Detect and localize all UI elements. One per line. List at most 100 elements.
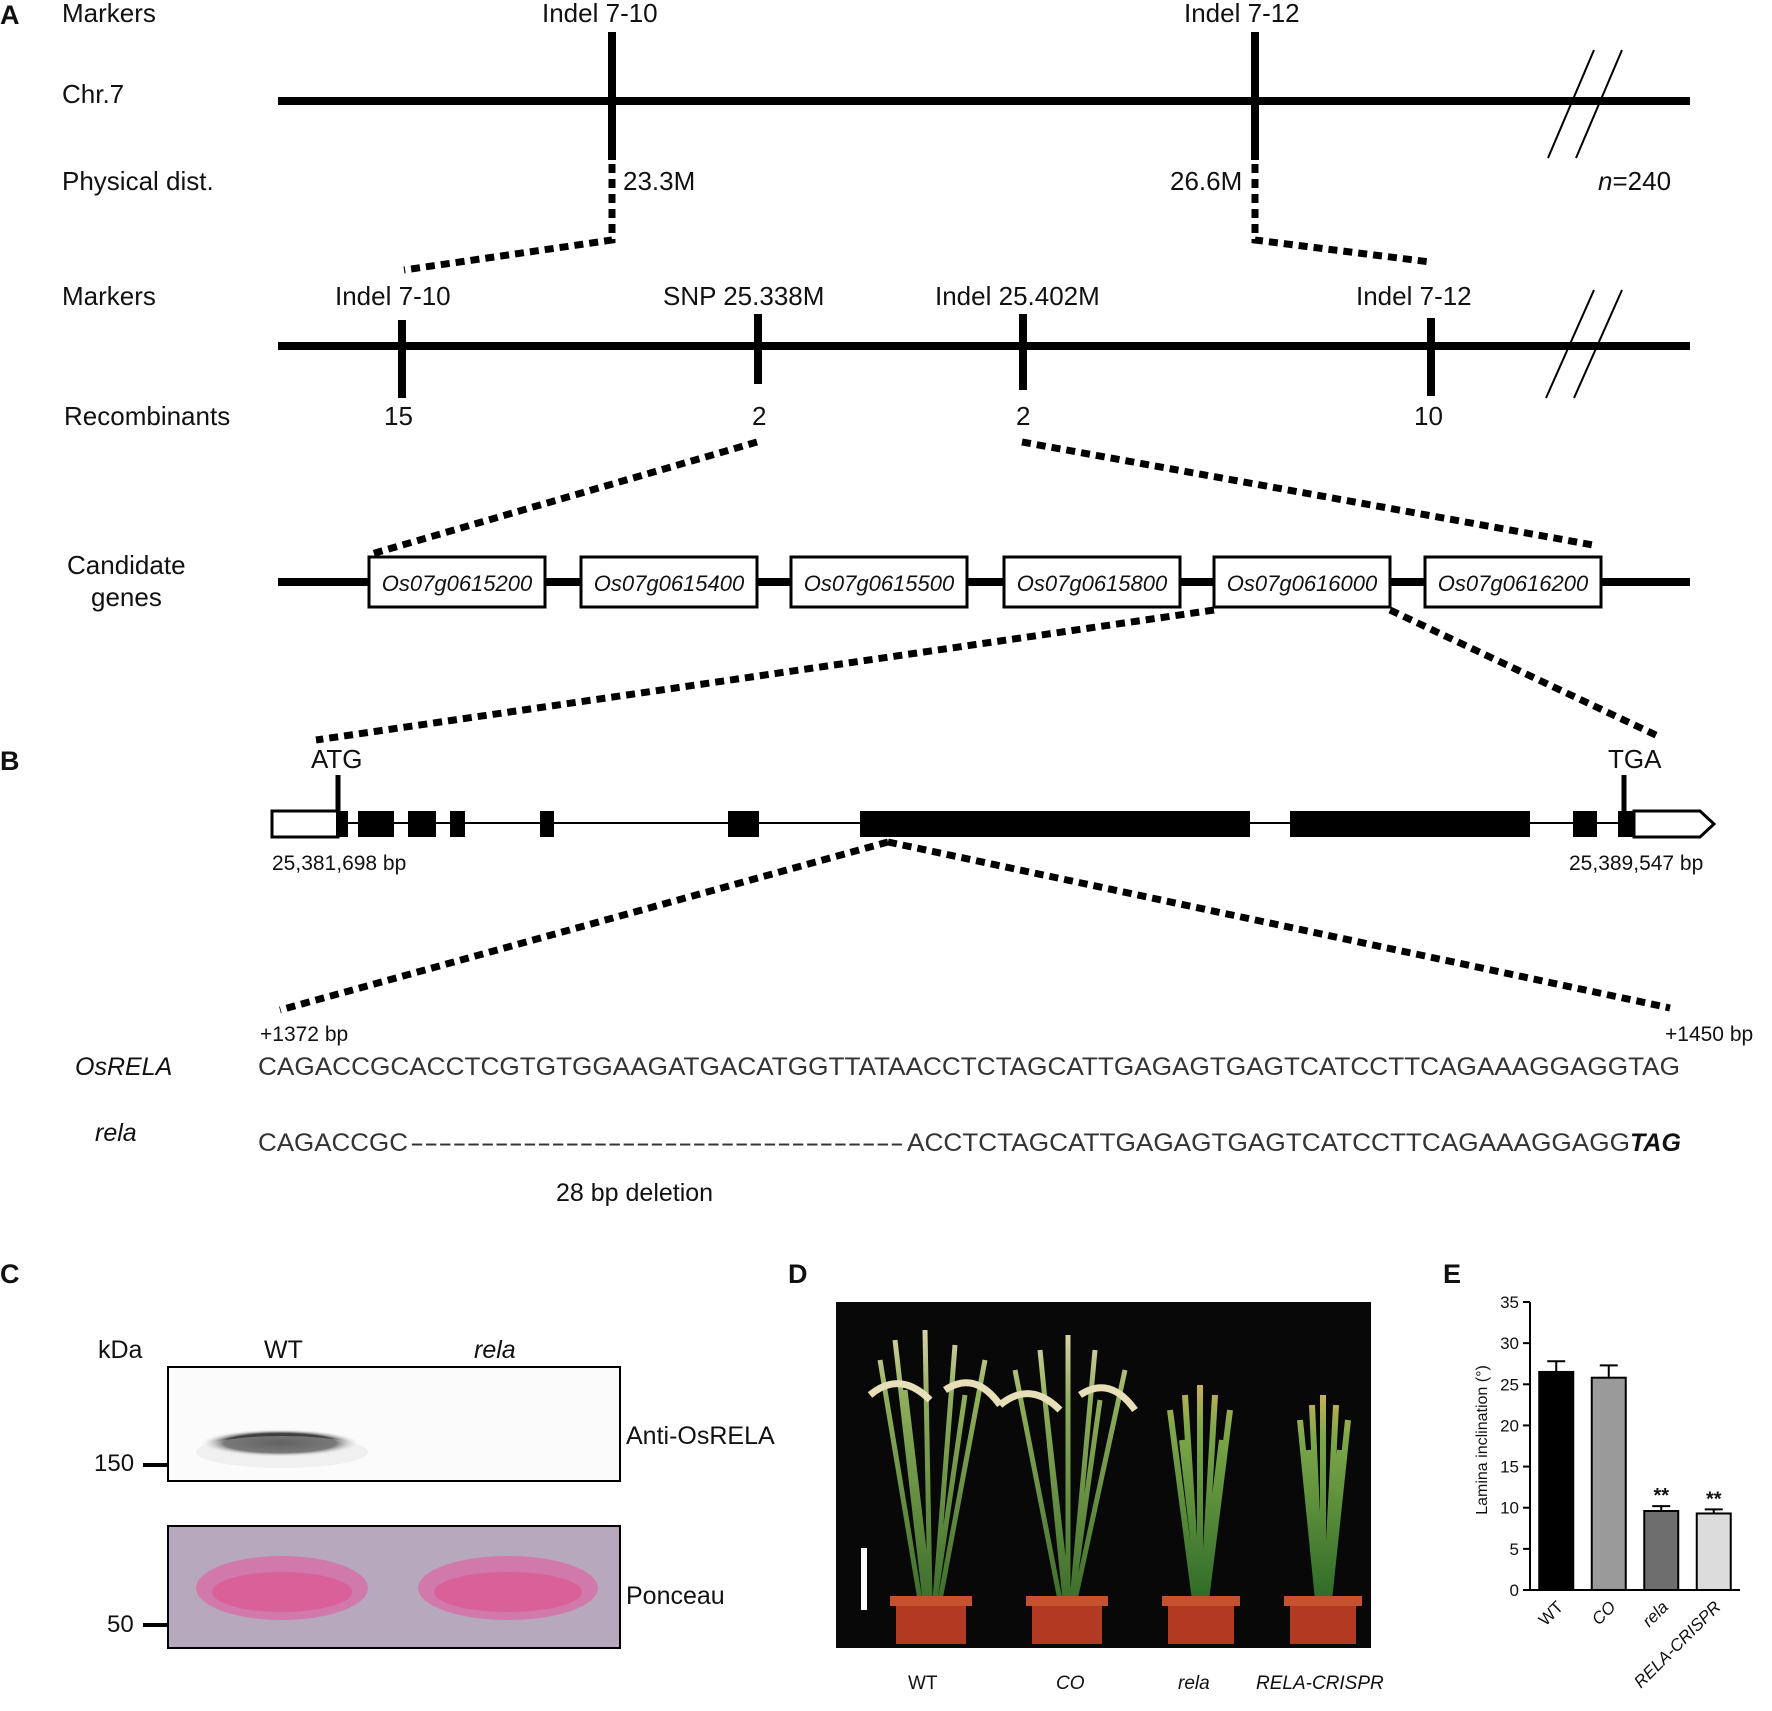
blot-antibody-label: Anti-OsRELA: [626, 1422, 775, 1450]
exon-3: [408, 811, 436, 837]
x-tick-label-WT: WT: [1535, 1597, 1567, 1629]
gene-box-5: [1212, 555, 1392, 609]
gene-name-3: Os07g0615500: [804, 571, 955, 596]
panel-label-a: A: [0, 0, 20, 30]
exon-1: [336, 811, 348, 837]
top-marker-2: Indel 7-12: [1184, 0, 1300, 28]
photo-label-rela: rela: [1178, 1673, 1210, 1694]
y-tick-label-5: 5: [1510, 1540, 1519, 1559]
plant-co: [997, 1335, 1138, 1644]
panel-label-e: E: [1443, 1259, 1461, 1289]
gene-name-5: Os07g0616000: [1227, 571, 1378, 596]
stop-codon: TGA: [1608, 744, 1662, 774]
gene-name-6: Os07g0616200: [1438, 571, 1589, 596]
blot-band-wt: [200, 1429, 360, 1457]
ponceau-stain: [167, 1525, 621, 1649]
mw-50: 50: [107, 1611, 134, 1638]
panel-label-d: D: [788, 1259, 808, 1289]
stain-label: Ponceau: [626, 1582, 725, 1610]
scale-bar: [861, 1548, 867, 1610]
western-blot: [167, 1366, 621, 1482]
top-dist-1: 23.3M: [623, 166, 695, 196]
recombinant-count-2: 2: [752, 401, 766, 431]
panel-label-c: C: [0, 1259, 20, 1289]
zoom-connector-1: [403, 164, 1431, 274]
exon-2: [358, 811, 394, 837]
gene-box-2: [579, 555, 759, 609]
fine-marker-1: Indel 7-10: [335, 281, 451, 311]
recombinant-count-1: 15: [384, 401, 413, 431]
top-marker-1: Indel 7-10: [542, 0, 658, 28]
kda-label: kDa: [98, 1336, 143, 1364]
y-tick-label-10: 10: [1500, 1499, 1519, 1518]
zoom-connector-2: [367, 438, 1594, 559]
start-codon: ATG: [311, 744, 363, 774]
y-tick-label-30: 30: [1500, 1334, 1519, 1353]
panel-label-b: B: [0, 746, 20, 776]
fine-map-line: [278, 289, 1690, 399]
start-position: 25,381,698 bp: [272, 852, 406, 875]
physical-dist-label: Physical dist.: [62, 166, 214, 196]
n-value: =240: [1612, 166, 1671, 196]
candidate-genes: Os07g0615200 Os07g0615400 Os07g0615500 O…: [367, 555, 1603, 609]
y-axis-title: Lamina inclination (°): [1474, 1365, 1491, 1515]
premature-stop-codon: TAG: [1630, 1129, 1681, 1157]
wt-name: OsRELA: [75, 1053, 172, 1081]
x-tick-label-CO: CO: [1588, 1597, 1619, 1628]
utr-3: [1632, 809, 1717, 839]
zoom-connector-3: [315, 606, 1662, 744]
significance-RELA-CRISPR: **: [1706, 1488, 1722, 1510]
markers-label: Markers: [62, 0, 156, 28]
gene-structure: [270, 775, 1717, 839]
mutant-sequence-3prime: ACCTCTAGCATTGAGAGTGAGTCATCCTTCAGAAAGGAGG: [907, 1129, 1630, 1157]
candidate-label-1: Candidate: [67, 550, 186, 580]
bar-WT: [1538, 1370, 1575, 1592]
exon-10: [1618, 811, 1634, 837]
recombinant-count-4: 10: [1414, 401, 1443, 431]
bar-RELA-CRISPR: [1695, 1512, 1732, 1591]
zoom-connector-4: [279, 838, 1671, 1014]
plant-rela-crispr: [1284, 1395, 1362, 1644]
y-tick-label-20: 20: [1500, 1416, 1519, 1435]
fine-marker-3: Indel 25.402M: [935, 281, 1100, 311]
photo-label-wt: WT: [908, 1673, 938, 1694]
plant-photo: [836, 1302, 1371, 1648]
exon-6: [728, 811, 759, 837]
lane-label-rela: rela: [474, 1336, 516, 1364]
deletion-label: 28 bp deletion: [556, 1179, 713, 1207]
mw-150: 150: [94, 1450, 134, 1477]
deletion-gap: -----------------------------------: [410, 1129, 904, 1157]
y-tick-label-25: 25: [1500, 1375, 1519, 1394]
fine-marker-4: Indel 7-12: [1356, 281, 1472, 311]
mutant-sequence-5prime: CAGACCGC: [258, 1129, 408, 1157]
gene-box-1: [367, 555, 547, 609]
utr-5: [270, 809, 340, 839]
gene-name-2: Os07g0615400: [594, 571, 745, 596]
bar-rela: [1643, 1510, 1680, 1592]
recombinants-label: Recombinants: [64, 401, 230, 431]
fine-marker-2: SNP 25.338M: [663, 281, 824, 311]
bar-CO: [1590, 1376, 1627, 1592]
lane-label-wt: WT: [264, 1336, 303, 1364]
end-position: 25,389,547 bp: [1569, 852, 1703, 875]
sequence-start: +1372 bp: [260, 1023, 348, 1046]
y-tick-label-0: 0: [1510, 1581, 1519, 1600]
n-symbol: n: [1598, 166, 1612, 196]
markers-label-fine: Markers: [62, 281, 156, 311]
exon-5: [540, 811, 554, 837]
top-dist-2: 26.6M: [1170, 166, 1242, 196]
y-tick-label-35: 35: [1500, 1293, 1519, 1312]
recombinant-count-3: 2: [1016, 401, 1030, 431]
exon-7: [860, 811, 1250, 837]
photo-label-rela-crispr: RELA-CRISPR: [1256, 1673, 1384, 1694]
exon-9: [1573, 811, 1597, 837]
y-tick-label-15: 15: [1500, 1458, 1519, 1477]
gene-box-3: [789, 555, 969, 609]
chromosome-line: [278, 32, 1690, 160]
gene-box-4: [1002, 555, 1182, 609]
photo-label-co: CO: [1056, 1673, 1085, 1694]
n-count: n=240: [1598, 166, 1671, 196]
candidate-label-2: genes: [91, 582, 162, 612]
